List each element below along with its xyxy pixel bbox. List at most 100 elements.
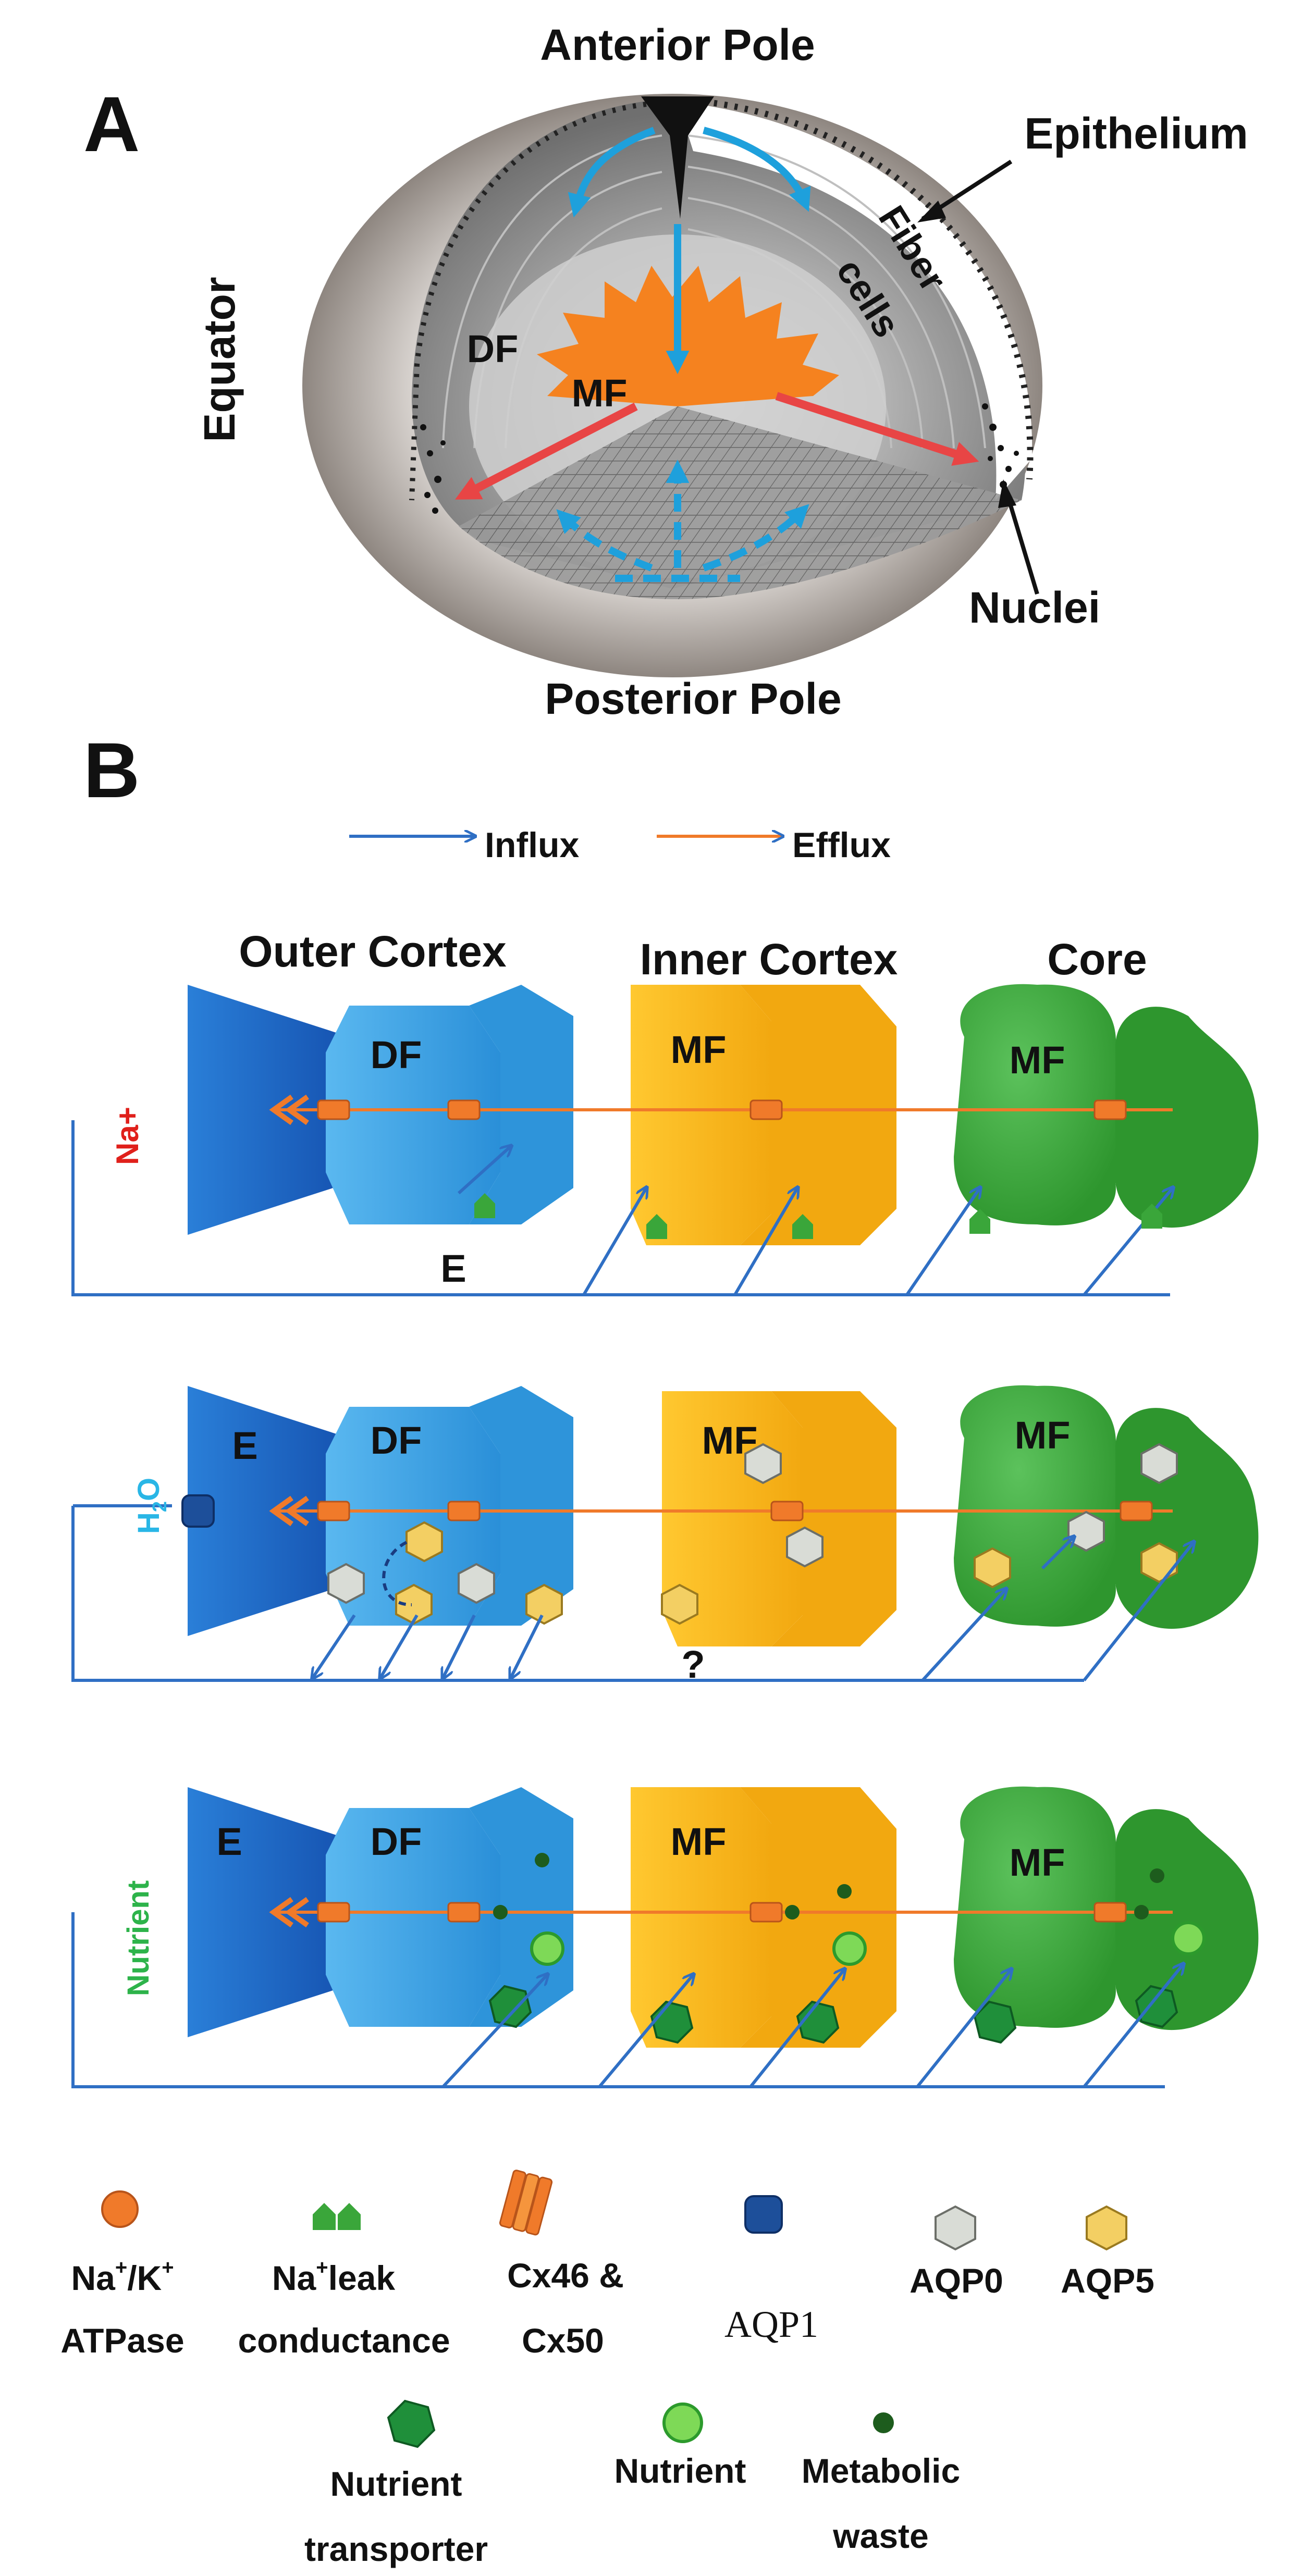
legend-nutrient-transporter-line2: transporter [304, 2530, 488, 2568]
aqp0-channels [327, 1443, 1178, 1604]
mf-cell-2 [740, 1787, 896, 2048]
df-cell-2 [469, 985, 573, 1224]
cyan-flow-arrows [556, 127, 811, 582]
efflux-chevron [269, 1094, 309, 1125]
nuclei-pointer [1004, 489, 1039, 595]
core-label: Core [1047, 935, 1147, 984]
nutrient-circles [530, 1921, 1206, 1966]
anterior-pole-label: Anterior Pole [540, 20, 815, 69]
df-cell-1 [326, 1006, 500, 1224]
connexin-icon [499, 2170, 553, 2236]
legend-aqp5-label: AQP5 [1061, 2261, 1154, 2300]
nuclei-label: Nuclei [969, 583, 1100, 632]
aqp1-channel [181, 1494, 215, 1528]
row-na-df: DF [371, 1033, 422, 1076]
efflux-label: Efflux [792, 825, 891, 865]
influx-arrows [71, 1120, 1173, 1296]
epithelium-edge-left [409, 102, 647, 501]
na-k-atpase-pumps [317, 1902, 1127, 1923]
df-cell-2 [469, 1386, 573, 1626]
epithelium-cell [188, 1386, 349, 1636]
row-nutrient: Nutrient E DF MF MF [71, 1786, 1259, 2088]
legend-na-k-line2: ATPase [60, 2321, 184, 2360]
legend-aqp0-label: AQP0 [910, 2261, 1003, 2300]
aqp5-icon [1086, 2205, 1127, 2251]
core-cell-2 [1115, 1809, 1259, 2030]
metabolic-waste-icon [873, 2412, 894, 2433]
inner-cortex-label: Inner Cortex [640, 935, 898, 984]
row-water-e: E [232, 1424, 257, 1467]
legend-na-leak-line1: Na+leak [272, 2256, 395, 2297]
na-k-atpase-pumps [317, 1099, 1127, 1120]
legend-nutrient-transporter-line1: Nutrient [330, 2464, 462, 2503]
efflux-chevron [269, 1897, 309, 1928]
epithelium-label: Epithelium [1024, 109, 1248, 158]
df-cell-1 [326, 1808, 500, 2027]
panel-a: A [83, 20, 1248, 723]
outer-cortex-label: Outer Cortex [239, 927, 507, 976]
metabolic-waste-dots [493, 1853, 1164, 1919]
na-k-atpase-pumps [317, 1501, 1153, 1521]
equator-label: Equator [195, 277, 244, 442]
row-na-mf-core: MF [1010, 1038, 1065, 1082]
row-nutrient-df: DF [371, 1820, 422, 1863]
fiber-cells-region [678, 102, 1033, 500]
epithelium-cell [188, 985, 349, 1235]
panel-b-header: B Influx Efflux Outer Cortex Inner Corte… [83, 726, 1147, 984]
core-cell-2 [1115, 1007, 1259, 1228]
row-nutrient-label: Nutrient [121, 1880, 155, 1996]
mf-cell-1 [631, 1787, 771, 2048]
water-flow-arrows [71, 1504, 1194, 1680]
row-na-mf-inner: MF [671, 1028, 727, 1071]
legend-connexin-line1: Cx46 & [507, 2256, 624, 2295]
legend: Na+/K+ ATPase Na+leak conductance Cx46 &… [60, 2170, 1154, 2568]
influx-label: Influx [485, 825, 580, 865]
panel-a-mf-label: MF [572, 371, 628, 415]
row-water: H2O E DF MF MF ? [71, 1385, 1259, 1686]
posterior-pole-label: Posterior Pole [545, 674, 842, 723]
nutrient-transporter-icon [387, 2399, 436, 2448]
df-cell-2 [469, 1787, 573, 2027]
row-na-label: Na+ [110, 1107, 145, 1165]
na-leak-channels [474, 1193, 1162, 1239]
legend-metabolic-waste-line1: Metabolic [802, 2451, 960, 2490]
legend-connexin-line2: Cx50 [522, 2321, 604, 2360]
na-leak-icon [313, 2203, 361, 2230]
anterior-suture [641, 96, 714, 219]
row-na-e: E [440, 1247, 466, 1290]
row-nutrient-mf-core: MF [1010, 1841, 1065, 1884]
aqp-dashed-loop [382, 1541, 412, 1606]
row-nutrient-e: E [216, 1820, 242, 1863]
na-k-atpase-icon [101, 2190, 139, 2228]
row-water-mf-core: MF [1015, 1414, 1071, 1457]
row-water-label: H2O [132, 1478, 171, 1534]
legend-metabolic-waste-line2: waste [832, 2517, 928, 2555]
nuclei-dots-left [420, 424, 446, 514]
core-cell-1 [954, 984, 1116, 1225]
legend-na-k-line1: Na+/K+ [71, 2256, 174, 2297]
epithelium-edge [703, 98, 1034, 480]
legend-na-leak-line2: conductance [238, 2321, 450, 2360]
mf-cell-2 [771, 1391, 896, 1646]
mesh-surface [459, 406, 1022, 599]
red-flow-arrows [454, 392, 979, 500]
panel-a-df-label: DF [467, 327, 519, 370]
legend-nutrient-label: Nutrient [615, 2451, 746, 2490]
nutrient-transporters [488, 1985, 1178, 2044]
mf-cell-2 [740, 985, 896, 1245]
row-water-mf-inner: MF [702, 1419, 758, 1462]
row-water-question: ? [681, 1643, 705, 1686]
efflux-chevron [269, 1495, 309, 1527]
panel-a-letter: A [83, 80, 140, 168]
aqp0-icon [935, 2205, 976, 2251]
row-water-df: DF [371, 1419, 422, 1462]
legend-aqp1-label: AQP1 [724, 2303, 818, 2345]
nutrient-icon [662, 2402, 703, 2443]
epithelium-cell [188, 1787, 349, 2037]
panel-b-letter: B [83, 726, 140, 814]
mf-cell-1 [631, 985, 771, 1245]
mf-sun [537, 266, 839, 406]
row-na: Na+ DF MF MF E [71, 984, 1259, 1296]
nuclei-dots-right [982, 403, 1019, 488]
